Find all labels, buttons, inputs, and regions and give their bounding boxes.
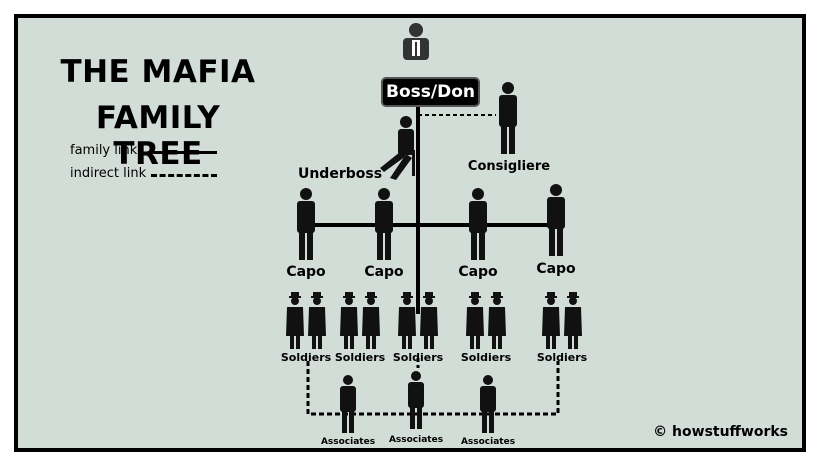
legend-family-line: [151, 151, 217, 154]
capo-figure-4: [547, 184, 565, 256]
boss-node: Boss/Don: [381, 77, 480, 107]
soldier-figure-4: [362, 292, 380, 349]
soldier-figure-10: [564, 292, 582, 349]
capo-figure-1: [297, 188, 315, 260]
capo-label-2: Capo: [364, 264, 404, 280]
capo-label-4: Capo: [536, 261, 576, 277]
soldier-figure-2: [308, 292, 326, 349]
underboss-figure: [380, 116, 415, 180]
associates-indirect-link: [306, 361, 560, 416]
diagram-frame: THE MAFIA FAMILY TREE family link indire…: [14, 14, 806, 452]
legend-family-label: family link: [70, 143, 138, 158]
consigliere-figure: [499, 82, 517, 154]
associate-figure-2: [408, 371, 424, 429]
associate-figure-1: [340, 375, 356, 433]
soldier-figure-6: [420, 292, 438, 349]
capo-figure-2: [375, 188, 393, 260]
soldier-figure-8: [488, 292, 506, 349]
associates-label-1: Associates: [320, 437, 376, 447]
soldiers-label-5: Soldiers: [536, 351, 588, 364]
capo-label-1: Capo: [286, 264, 326, 280]
soldier-figure-3: [340, 292, 358, 349]
capo-figure-3: [469, 188, 487, 260]
soldier-figure-9: [542, 292, 560, 349]
underboss-label: Underboss: [297, 166, 383, 182]
soldier-figure-1: [286, 292, 304, 349]
soldiers-label-4: Soldiers: [460, 351, 512, 364]
soldiers-label-2: Soldiers: [334, 351, 386, 364]
brand-logo: © howstuffworks: [653, 424, 788, 440]
title-line-2: FAMILY TREE: [95, 100, 221, 172]
title-line-1: THE MAFIA: [60, 54, 256, 90]
consigliere-label: Consigliere: [467, 159, 551, 174]
soldier-figure-5: [398, 292, 416, 349]
associates-label-3: Associates: [460, 437, 516, 447]
associates-label-2: Associates: [388, 435, 444, 445]
capo-label-3: Capo: [458, 264, 498, 280]
legend-indirect-label: indirect link: [70, 166, 147, 181]
boss-figure: [403, 23, 429, 60]
associate-figure-3: [480, 375, 496, 433]
soldiers-label-3: Soldiers: [392, 351, 444, 364]
soldier-figure-7: [466, 292, 484, 349]
legend-indirect-line: [151, 174, 217, 177]
soldiers-label-1: Soldiers: [280, 351, 332, 364]
org-chart-canvas: [286, 23, 582, 433]
soldiers-figures: [286, 292, 582, 349]
